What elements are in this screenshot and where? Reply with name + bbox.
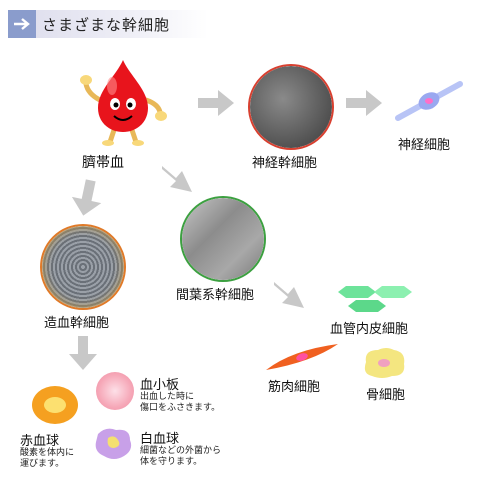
mesenchymal-stem-cell-label: 間葉系幹細胞 <box>176 288 255 303</box>
red-blood-cell-label: 赤血球 <box>20 434 60 449</box>
arrow-down-left-icon <box>70 178 104 218</box>
platelet-icon <box>96 372 134 410</box>
arrow-right-icon <box>8 10 36 38</box>
platelet-desc-line-2: 傷口をふさきます。 <box>140 403 221 413</box>
bone-cell-icon <box>360 346 408 380</box>
arrow-down-right-icon <box>270 276 310 314</box>
muscle-cell-label: 筋肉細胞 <box>268 380 321 395</box>
white-blood-cell-label: 白血球 <box>140 432 180 447</box>
platelet-desc-line-1: 出血した時に <box>140 392 195 402</box>
hematopoietic-stem-cell-label: 造血幹細胞 <box>44 316 110 331</box>
white-blood-cell-desc-line-2: 体を守ります。 <box>140 457 203 467</box>
page-header: さまざまな幹細胞 <box>8 10 208 38</box>
red-blood-cell-icon <box>30 384 80 426</box>
white-blood-cell-icon <box>92 426 134 462</box>
hematopoietic-stem-cell-image <box>40 224 126 310</box>
muscle-cell-icon <box>262 340 342 374</box>
arrow-down-right-icon <box>158 160 198 198</box>
arrow-right-icon <box>344 88 384 118</box>
neural-stem-cell-image <box>248 64 334 150</box>
neuron-icon <box>394 78 464 122</box>
platelet-label: 血小板 <box>140 378 180 393</box>
bone-cell-label: 骨細胞 <box>366 388 406 403</box>
endothelial-cell-label: 血管内皮細胞 <box>330 322 409 337</box>
mesenchymal-stem-cell-image <box>180 196 266 282</box>
arrow-down-icon <box>68 334 98 372</box>
neuron-label: 神経細胞 <box>398 138 451 153</box>
page-title: さまざまな幹細胞 <box>42 16 171 34</box>
arrow-right-icon <box>196 88 236 118</box>
white-blood-cell-desc-line-1: 細菌などの外菌から <box>140 446 222 456</box>
endothelial-cell-icon <box>334 284 416 314</box>
cord-blood-label: 臍帯血 <box>82 155 124 171</box>
red-blood-cell-desc-line-2: 運びます。 <box>20 459 65 469</box>
neural-stem-cell-label: 神経幹細胞 <box>252 156 318 171</box>
red-blood-cell-desc-line-1: 酸素を体内に <box>20 448 75 458</box>
blood-drop-mascot-icon <box>78 56 168 146</box>
